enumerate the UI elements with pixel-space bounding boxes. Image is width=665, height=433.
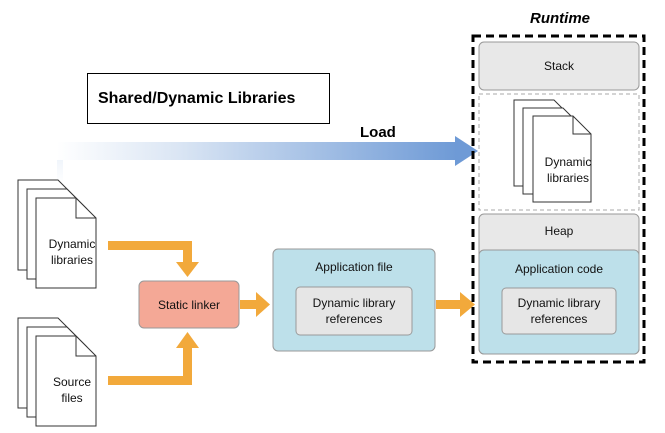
runtime-dynamic-libraries-doc-icon bbox=[513, 99, 592, 203]
runtime-dynamic-libraries-label: Dynamic libraries bbox=[544, 155, 592, 185]
load-arrow bbox=[57, 136, 478, 184]
stack-label: Stack bbox=[543, 59, 574, 73]
stack-box bbox=[478, 41, 640, 91]
static-linker-box bbox=[138, 280, 240, 329]
application-file-references-box bbox=[295, 286, 413, 336]
dynamic-libraries-doc-icon bbox=[17, 179, 97, 289]
application-code-label: Application code bbox=[514, 262, 604, 276]
source-to-linker-arrow bbox=[108, 332, 199, 385]
application-file-references-label: Dynamic library references bbox=[312, 296, 396, 326]
linker-to-app-arrow bbox=[240, 292, 270, 317]
heap-label: Heap bbox=[544, 224, 574, 238]
runtime-title: Runtime bbox=[530, 10, 590, 27]
source-files-label: Source files bbox=[52, 375, 92, 405]
app-to-runtime-arrow bbox=[436, 292, 475, 317]
load-label: Load bbox=[360, 124, 396, 141]
source-files-doc-icon bbox=[17, 317, 97, 427]
application-file-title: Application file bbox=[315, 260, 393, 274]
runtime-box bbox=[471, 34, 646, 364]
dylib-to-linker-arrow bbox=[108, 241, 199, 277]
input-dynamic-libraries-label: Dynamic libraries bbox=[48, 237, 96, 267]
application-code-references-box bbox=[501, 287, 617, 335]
application-code-references-label: Dynamic library references bbox=[517, 296, 601, 326]
static-linker-label: Static linker bbox=[157, 297, 221, 312]
diagram-title: Shared/Dynamic Libraries bbox=[87, 73, 330, 124]
